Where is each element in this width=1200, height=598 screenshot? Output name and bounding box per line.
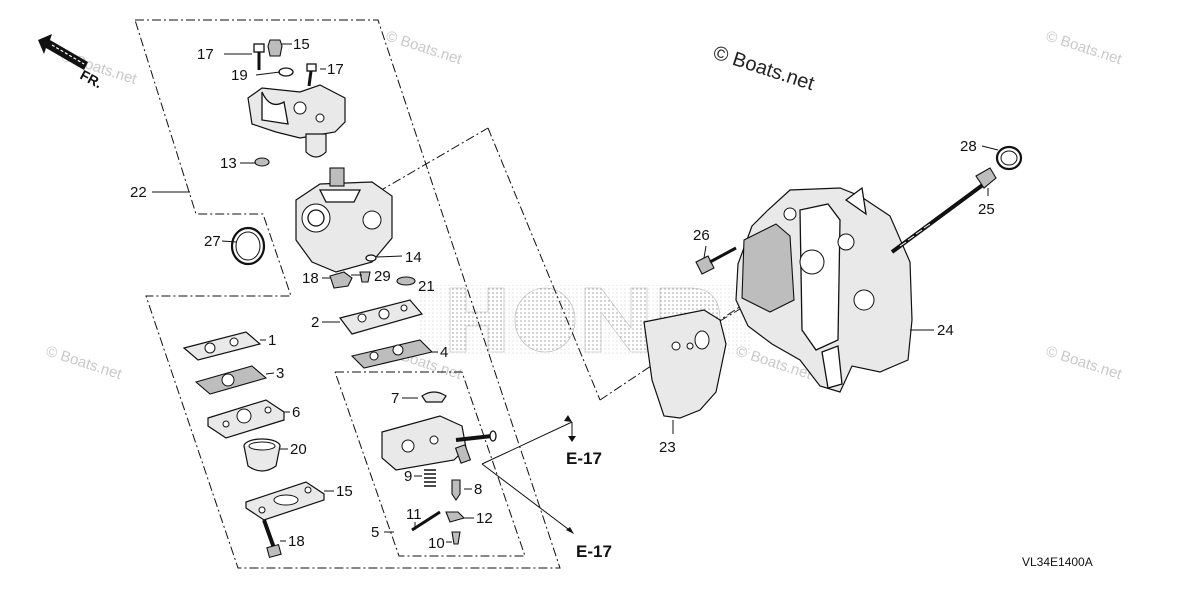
diaphragm-3 (194, 365, 268, 395)
callout-26: 25 (978, 201, 995, 218)
lever-12 (445, 511, 466, 523)
callout-16: 15 (293, 36, 310, 53)
callout-23: 22 (130, 184, 147, 201)
cap-7 (421, 391, 447, 403)
pin-11 (411, 510, 441, 532)
callout-2: 2 (311, 314, 319, 331)
callout-28: 27 (204, 233, 221, 250)
gasket-2 (338, 299, 424, 335)
pump-cover-6 (207, 399, 285, 439)
gasket-1 (182, 331, 262, 361)
callout-6: 6 (292, 404, 300, 421)
screw-10 (451, 531, 461, 545)
jet-16 (267, 39, 283, 57)
long-bolt-26 (890, 167, 997, 254)
washer-22 (396, 276, 416, 286)
callout-21: 20 (290, 441, 307, 458)
callout-25: 24 (937, 322, 954, 339)
callout-13: 13 (220, 155, 237, 172)
oring-20 (278, 67, 294, 77)
float-chamber-5 (381, 415, 497, 471)
screw-17-upper (253, 43, 265, 70)
screw-30 (359, 271, 371, 283)
callout-14: 14 (405, 249, 422, 266)
callout-18: 18 (288, 533, 305, 550)
reference-e17-lower: E-17 (576, 542, 612, 561)
callout-22: 21 (418, 278, 435, 295)
callout-4: 4 (440, 344, 448, 361)
callout-27: 26 (693, 227, 710, 244)
needle-8 (451, 479, 461, 501)
reference-e17-upper: E-17 (566, 449, 602, 468)
callout-8: 8 (474, 481, 482, 498)
callout-29: 28 (960, 138, 977, 155)
callout-11: 11 (406, 506, 422, 523)
gasket-28 (230, 226, 266, 266)
callout-20: 19 (231, 67, 248, 84)
clip-13 (254, 157, 270, 167)
carburetor-top-bracket (247, 84, 346, 158)
callout-15: 15 (336, 483, 353, 500)
watermark-3: © Boats.net (1044, 28, 1125, 69)
diagram-code: VL34E1400A (1022, 555, 1093, 569)
reference-arrows (481, 415, 576, 534)
callout-17-left: 17 (197, 46, 214, 63)
spring-9 (424, 469, 436, 487)
watermark-2: © Boats.net (384, 28, 465, 69)
callout-1: 1 (268, 332, 276, 349)
copyright-text: © Boats.net (710, 42, 817, 95)
callout-12: 12 (476, 510, 493, 527)
callout-9: 9 (404, 468, 412, 485)
callout-7: 7 (391, 390, 399, 407)
callout-24: 23 (659, 439, 676, 456)
callout-10: 10 (428, 535, 445, 552)
callout-labels: 17 15 19 17 13 22 27 14 18 29 21 2 1 4 3… (130, 36, 995, 552)
carburetor-main-body (295, 167, 393, 273)
intake-housing-25 (735, 186, 913, 393)
callout-17-right: 17 (327, 61, 344, 78)
bolt-18 (262, 519, 282, 559)
cap-19 (329, 271, 353, 289)
watermark-7: © Boats.net (1044, 343, 1125, 384)
diaphragm-4 (350, 339, 434, 369)
gasket-24 (643, 309, 727, 419)
watermark-4: © Boats.net (44, 343, 125, 384)
screw-17-right (306, 63, 317, 87)
oring-14 (365, 254, 377, 262)
bolt-27 (695, 246, 737, 275)
callout-19: 18 (302, 270, 319, 287)
callout-30: 29 (374, 268, 391, 285)
callout-3: 3 (276, 365, 284, 382)
filter-cup-21 (243, 438, 281, 472)
plate-15 (245, 481, 325, 521)
leader-lines (152, 43, 999, 543)
washer-29 (995, 145, 1023, 171)
callout-5: 5 (371, 524, 379, 541)
